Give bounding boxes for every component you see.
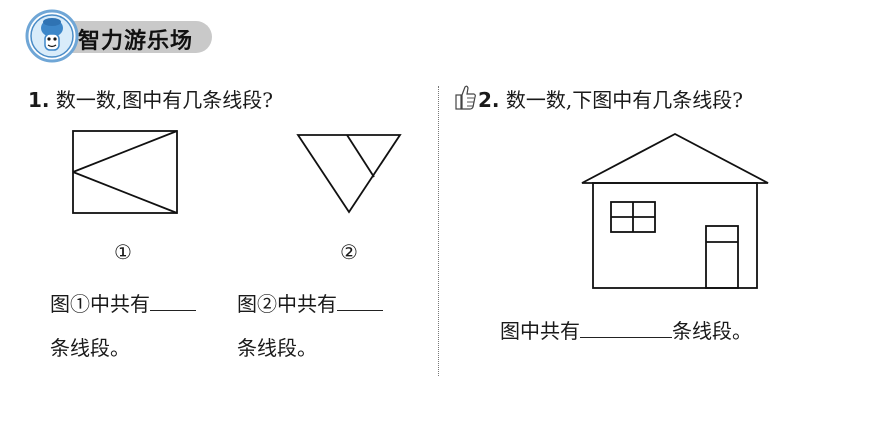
house-body [592,182,758,289]
figure-1-label: ① [114,240,132,264]
house-door [705,225,739,289]
figure-2-label: ② [340,240,358,264]
question-2-answer-prefix: 图中共有 [500,319,580,343]
question-1-title: 1. 数一数,图中有几条线段? [28,84,273,113]
figure-1-answer-prefix: 图①中共有 [50,292,150,316]
figure-1-answer: 图①中共有 [50,288,196,317]
figure-1-answer-suffix: 条线段。 [50,336,130,360]
figure-1-answer-blank[interactable] [150,292,196,311]
fig1-rect [72,130,178,214]
house-roof [581,132,769,184]
question-2-text: 数一数,下图中有几条线段? [505,88,743,112]
fig2-triangle [296,134,402,214]
banner-title: 智力游乐场 [78,29,194,54]
section-banner: 智力游乐场 [24,8,214,63]
figure-2-answer-blank[interactable] [337,292,383,311]
column-divider [438,86,439,376]
figure-2-answer-suffix: 条线段。 [237,336,317,360]
figure-1-rectangle [72,130,178,214]
question-2-answer: 图中共有 条线段。 [500,315,752,344]
figure-2-triangle [296,134,402,214]
fig1-line-upper [72,130,178,173]
thumbs-up-icon [455,85,476,110]
question-2-title: 2. 数一数,下图中有几条线段? [478,84,743,113]
banner-background [64,21,212,53]
mascot-icon [25,9,79,63]
question-1-text: 数一数,图中有几条线段? [55,88,273,112]
figure-2-answer-prefix: 图②中共有 [237,292,337,316]
question-2-answer-suffix: 条线段。 [672,319,752,343]
question-2-number: 2. [478,88,500,112]
fig2-inner-line [346,134,375,178]
fig1-line-lower [72,171,178,214]
figure-house [581,132,769,289]
figure-2-answer: 图②中共有 [237,288,383,317]
question-2-answer-blank[interactable] [580,319,672,338]
question-1-number: 1. [28,88,50,112]
